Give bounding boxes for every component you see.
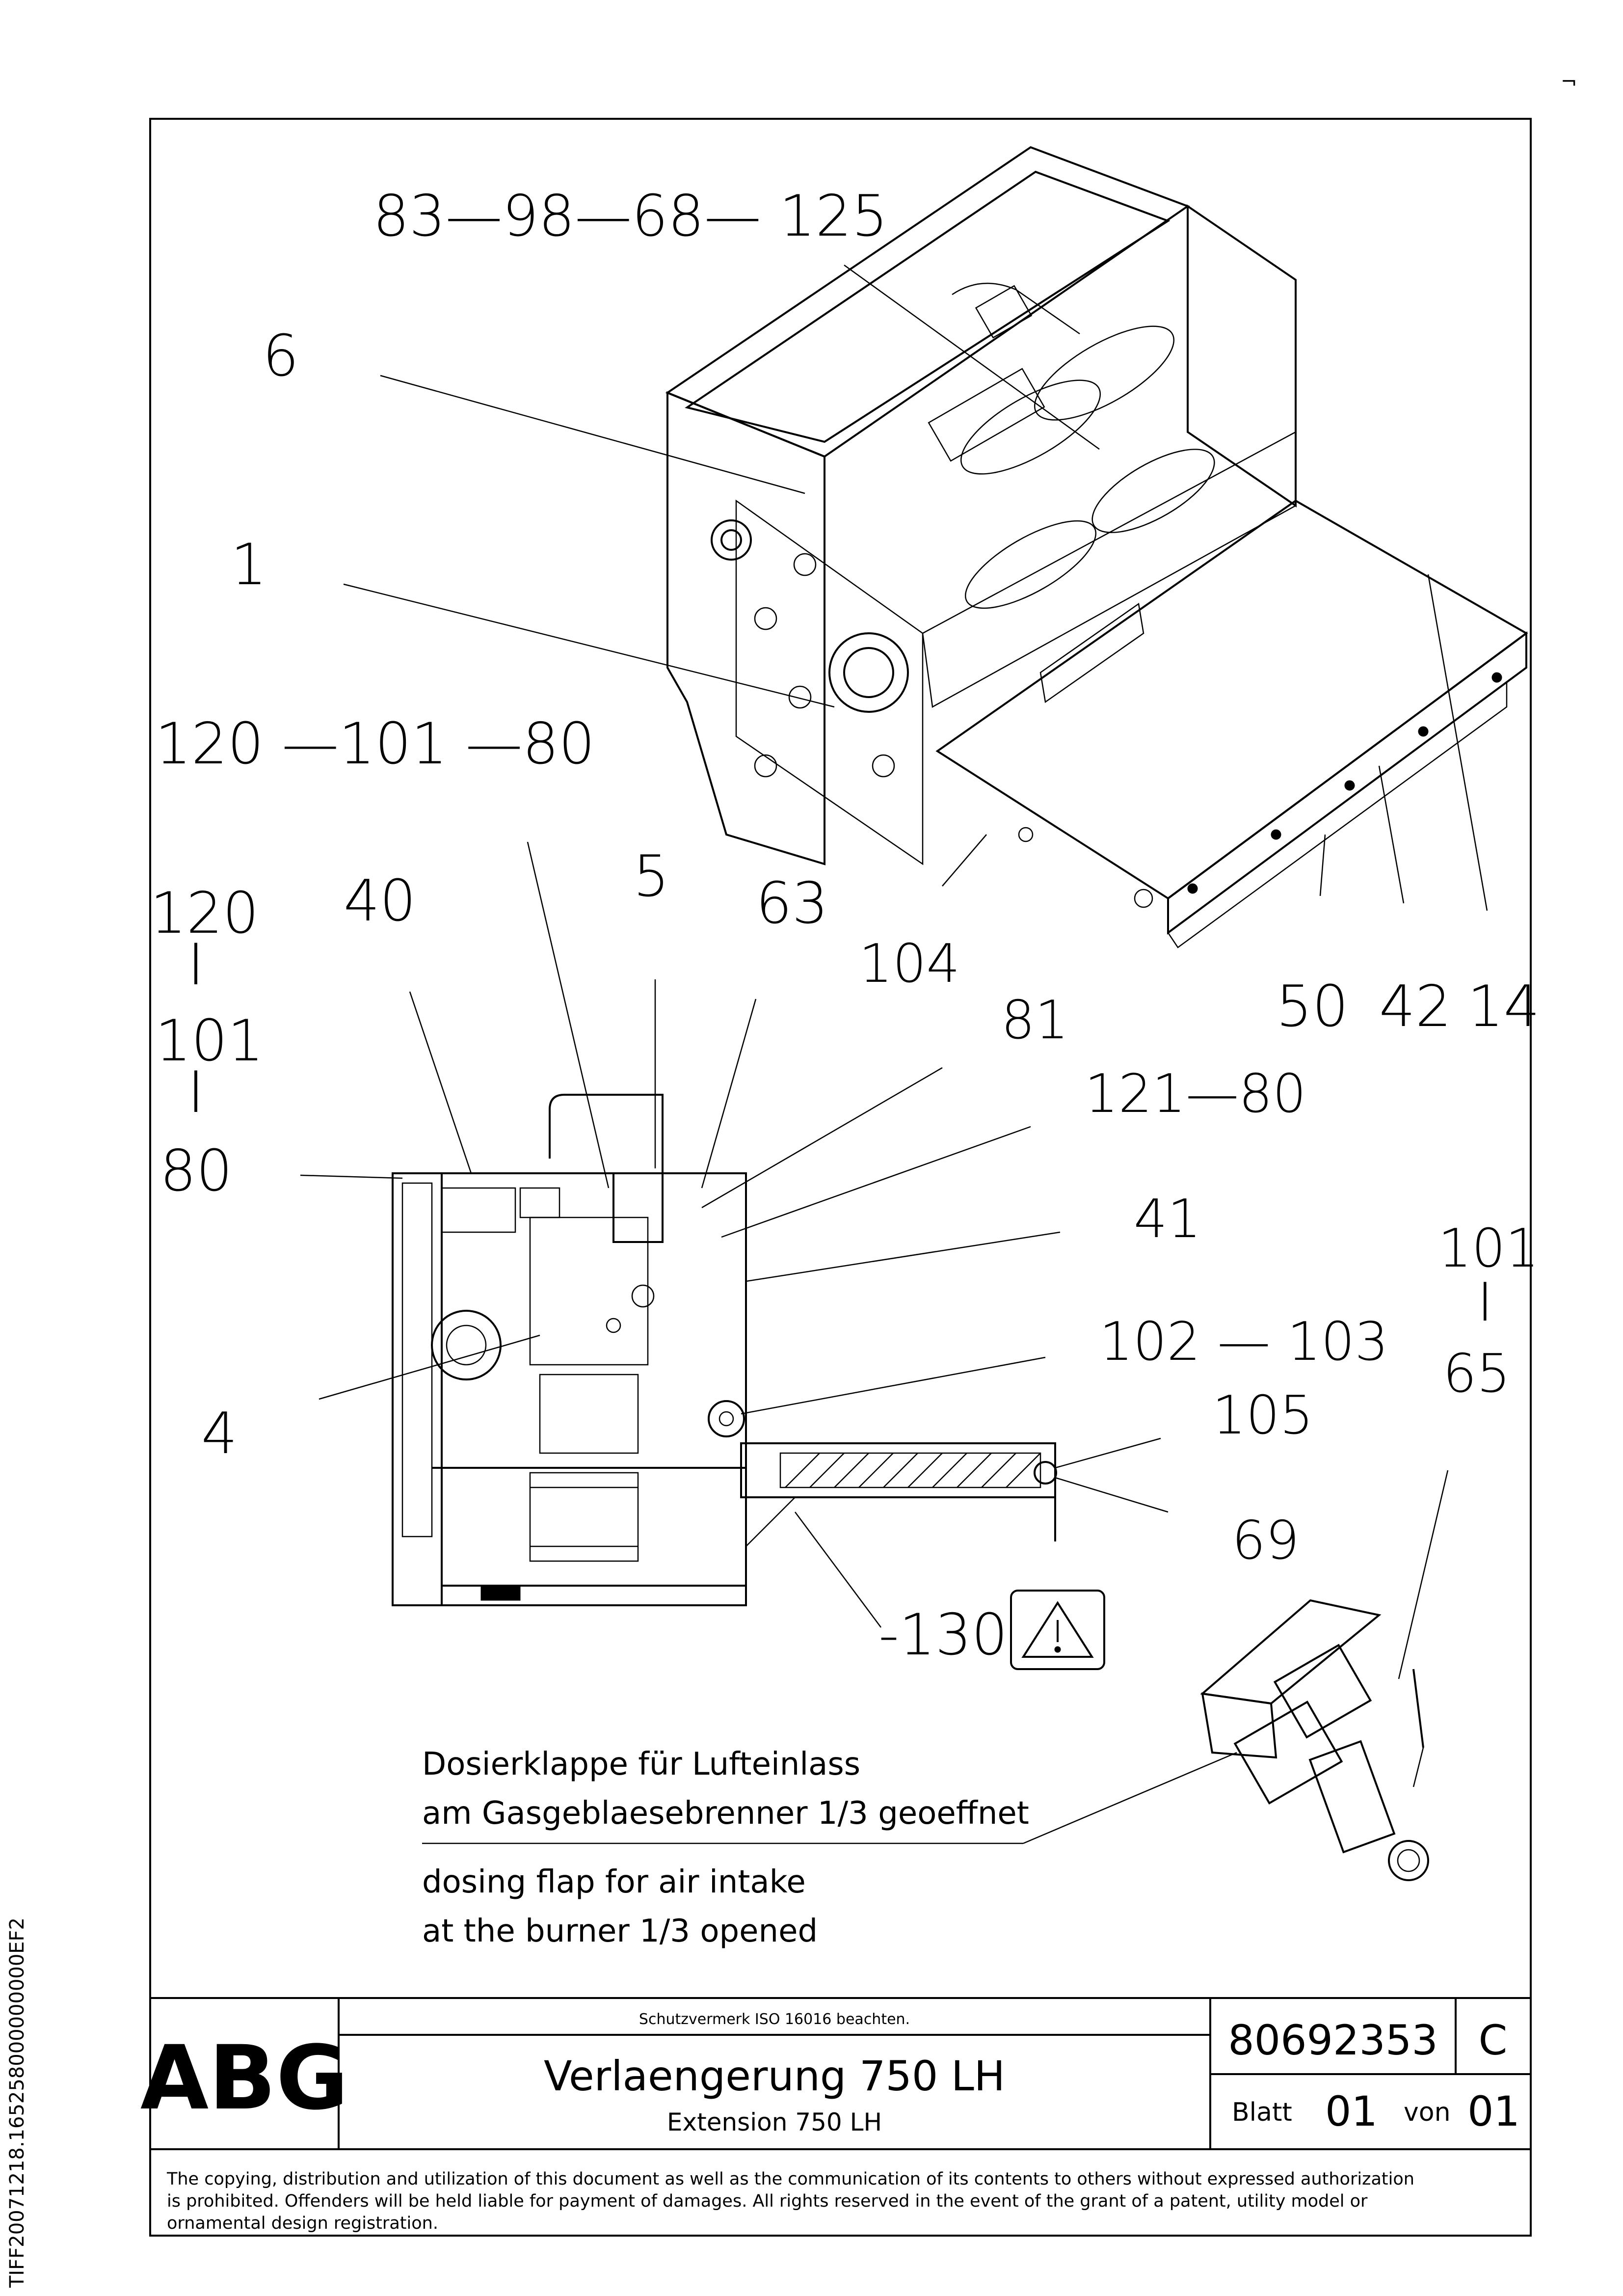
leader-lines [300,264,1488,1844]
copyright-line-3: ornamental design registration. [167,2214,438,2233]
title-block: ABG Schutzvermerk ISO 16016 beachten. Ve… [140,1997,1531,2150]
drawing-number: 80692353 [1228,2016,1438,2064]
callout-1: 1 [231,532,267,598]
sheet-number: 01 [1325,2087,1378,2135]
sheet-label: Blatt [1232,2098,1292,2127]
burner-note: Dosierklappe für Lufteinlass am Gasgebla… [422,1746,1029,1949]
callout-bar-1: I [187,932,204,998]
callout-bar-3: I [1477,1272,1493,1333]
drawing-title: Verlaengerung 750 LH [544,2052,1005,2100]
callout-5: 5 [633,843,669,910]
side-file-id: TIFF20071218.165258000000000EF2 [6,1918,28,2288]
callout-101-b: 101 [1438,1218,1539,1279]
isometric-assembly-view [665,146,1528,948]
callout-41: 41 [1134,1189,1201,1250]
callout-6: 6 [263,323,299,389]
callout-101: 101 [155,1008,264,1074]
callout-65: 65 [1443,1343,1510,1405]
callout-42: 42 [1379,973,1452,1040]
callout-120: 120 [150,880,259,946]
drawing-subtitle: Extension 750 LH [667,2108,882,2136]
sheet-border [149,118,1532,2237]
callout-bar-2: I [187,1059,204,1126]
note-en-line-2: at the burner 1/3 opened [422,1913,818,1949]
note-de-line-2: am Gasgeblaesebrenner 1/3 geoeffnet [422,1795,1029,1832]
callout-80: 80 [160,1138,233,1204]
burner-detail-view [1200,1599,1429,1881]
corner-mark: ¬ [1561,71,1577,93]
section-view [392,1094,1057,1606]
note-en-line-1: dosing flap for air intake [422,1864,806,1900]
copyright-notice: The copying, distribution and utilizatio… [166,2169,1414,2233]
copyright-line-2: is prohibited. Offenders will be held li… [167,2191,1368,2211]
callout-labels: 83—98—68— 125 6 1 120 —101 —80 120 I 101… [150,183,1540,1668]
callout-120-101-80: 120 —101 —80 [155,711,595,777]
warning-icon [1010,1590,1105,1670]
protection-note: Schutzvermerk ISO 16016 beachten. [639,2011,910,2028]
copyright-line-1: The copying, distribution and utilizatio… [166,2169,1414,2189]
callout-105: 105 [1212,1385,1313,1446]
callout-121-80: 121—80 [1085,1063,1306,1125]
revision-letter: C [1479,2016,1508,2064]
callout-4: 4 [201,1401,238,1467]
callout-83-98-68-125: 83—98—68— 125 [373,183,888,249]
callout-81: 81 [1001,990,1068,1051]
callout-50: 50 [1276,973,1349,1040]
callout-102-103: 102 — 103 [1099,1311,1388,1373]
callout-63: 63 [756,870,828,937]
callout-69: 69 [1232,1510,1299,1571]
callout-104: 104 [859,933,960,995]
company-logo: ABG [140,2027,348,2130]
sheet-total: 01 [1467,2087,1520,2135]
callout-130: -130 [878,1602,1008,1668]
callout-40: 40 [344,868,416,934]
note-de-line-1: Dosierklappe für Lufteinlass [422,1746,860,1783]
callout-14: 14 [1467,973,1540,1040]
of-label: von [1404,2098,1451,2127]
